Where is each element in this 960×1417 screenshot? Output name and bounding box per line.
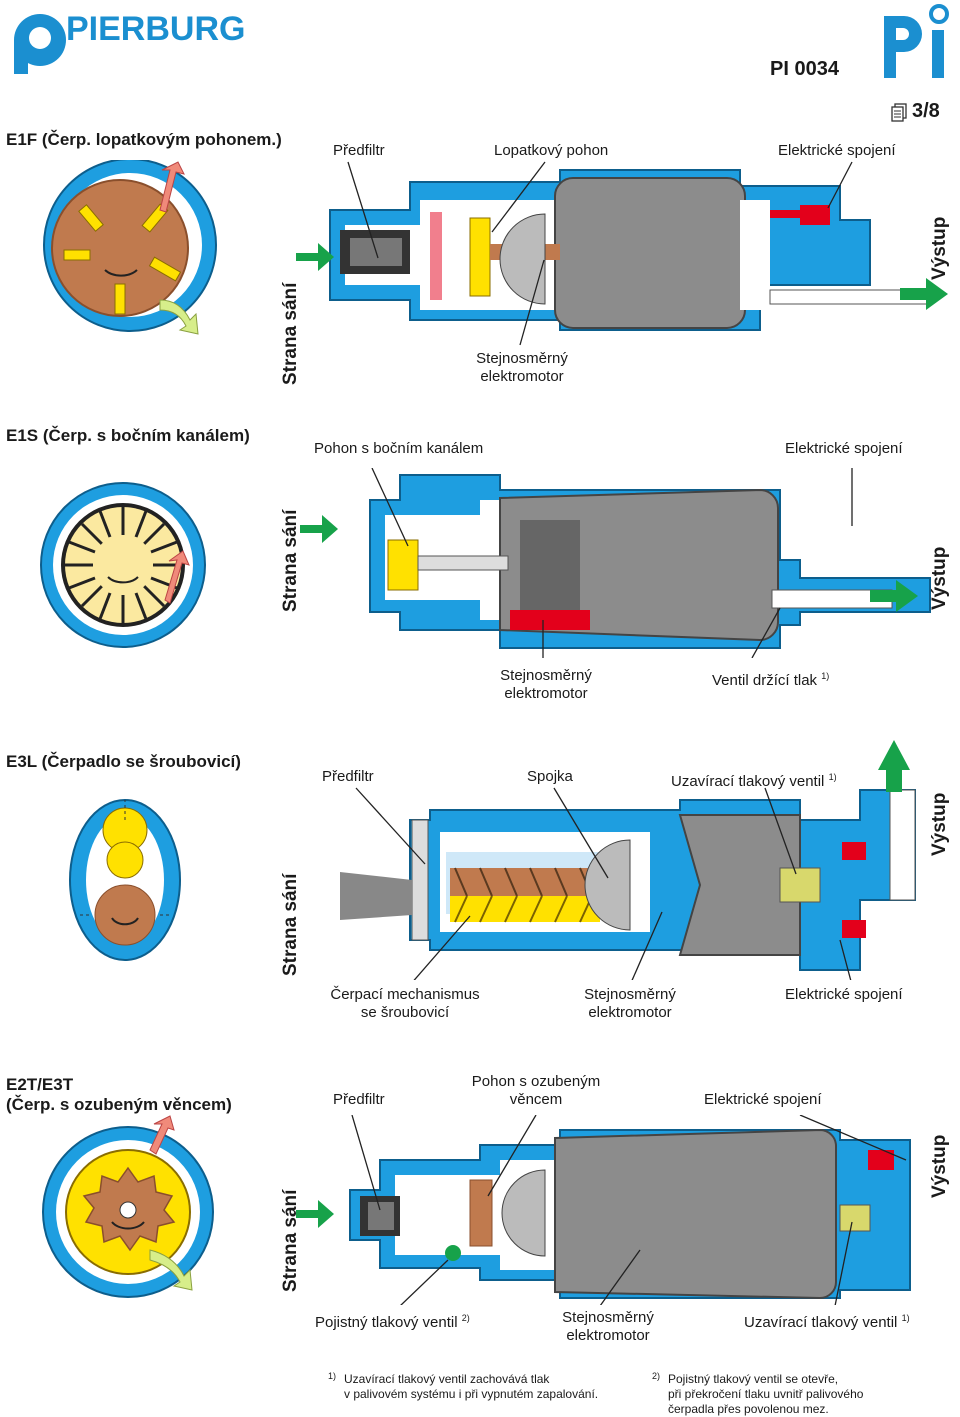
page-number: 3/8	[912, 100, 940, 122]
pages-icon	[891, 103, 907, 122]
e1s-pump-diagram	[40, 468, 931, 658]
screw-pump-cross-section	[68, 799, 182, 961]
label-coupling: Spojka	[527, 768, 573, 785]
pierburg-p-icon	[14, 14, 66, 74]
footnote-1: 1) Uzavírací tlakový ventil zachovává tl…	[328, 1371, 599, 1401]
e1f-outlet-arrow	[900, 278, 948, 310]
e1s-outlet-arrow	[870, 580, 918, 612]
label-safety-valve: Pojistný tlakový ventil 2)	[315, 1313, 470, 1331]
e1s-inlet-arrow	[300, 515, 338, 543]
gear-ring-cross-section	[42, 1115, 214, 1298]
label-prefilter: Předfiltr	[322, 768, 374, 785]
label-shutoff-valve: Uzavírací tlakový ventil 1)	[671, 772, 837, 790]
e1f-housing	[329, 169, 931, 331]
vane-pump-cross-section	[43, 160, 217, 335]
label-electrical: Elektrické spojení	[778, 142, 896, 159]
pierburg-logo	[6, 6, 246, 76]
e3l-pump-diagram	[68, 740, 916, 980]
e1f-pump-diagram	[43, 160, 948, 346]
e2t-pump-diagram	[42, 1115, 911, 1305]
section-title-e1f: E1F (Čerp. lopatkovým pohonem.)	[6, 130, 282, 149]
e3l-housing	[340, 789, 916, 971]
pi-logo-icon	[884, 4, 949, 78]
e2t-housing	[349, 1128, 911, 1300]
label-shutoff-valve: Uzavírací tlakový ventil 1)	[744, 1313, 910, 1331]
side-channel-cross-section	[40, 482, 206, 648]
label-vane-drive: Lopatkový pohon	[494, 142, 609, 159]
section-title-e3l: E3L (Čerpadlo se šroubovicí)	[6, 752, 241, 771]
label-prefilter: Předfiltr	[333, 142, 385, 159]
label-electrical: Elektrické spojení	[704, 1091, 822, 1108]
label-electrical: Elektrické spojení	[785, 440, 903, 457]
section-title-e1s: E1S (Čerp. s bočním kanálem)	[6, 426, 250, 445]
e3l-outlet-arrow	[878, 740, 910, 792]
brand-name: PIERBURG	[66, 10, 246, 48]
e2t-inlet-arrow	[296, 1200, 334, 1228]
footnote-2: 2) Pojistný tlakový ventil se otevře, př…	[652, 1371, 864, 1416]
section-title-e2t: E2T/E3T(Čerp. s ozubeným věncem)	[6, 1075, 232, 1114]
document-number: PI 0034	[770, 58, 839, 80]
label-holding-valve: Ventil držící tlak 1)	[712, 671, 830, 689]
e1s-housing	[369, 474, 931, 649]
label-prefilter: Předfiltr	[333, 1091, 385, 1108]
label-electrical: Elektrické spojení	[785, 986, 903, 1003]
e1f-inlet-arrow	[296, 243, 334, 271]
label-side-channel: Pohon s bočním kanálem	[314, 440, 484, 457]
